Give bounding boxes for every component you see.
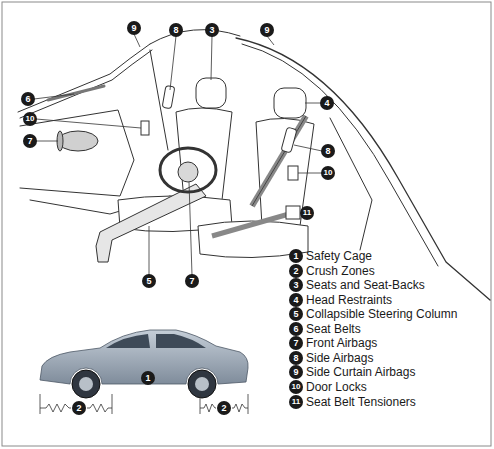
callout-number: 7 xyxy=(289,336,303,350)
callout-number: 11 xyxy=(300,206,314,220)
callout-number: 9 xyxy=(260,23,274,37)
windshield-header xyxy=(150,30,240,44)
callout-number: 5 xyxy=(142,274,156,288)
callout-number: 6 xyxy=(289,322,303,336)
cabin-lines xyxy=(18,30,490,300)
callout-number: 2 xyxy=(289,264,303,278)
legend-text: Safety Cage xyxy=(306,249,372,263)
callout-number: 1 xyxy=(141,371,155,385)
wheel-hub xyxy=(195,377,209,391)
steering-wheel xyxy=(160,148,216,192)
left-roof-rail xyxy=(18,44,150,112)
door-lock xyxy=(288,166,298,180)
left-seat-belt xyxy=(48,86,104,100)
steering-airbag xyxy=(178,162,198,182)
callout-number: 8 xyxy=(321,144,335,158)
callout-number: 5 xyxy=(289,307,303,321)
legend-text: Seat Belt Tensioners xyxy=(306,395,416,409)
legend-text: Side Curtain Airbags xyxy=(306,365,415,379)
legend-text: Crush Zones xyxy=(306,264,375,278)
callout-number: 4 xyxy=(289,293,303,307)
callout-number: 8 xyxy=(289,351,303,365)
wheel-hub xyxy=(79,377,93,391)
callout-number: 3 xyxy=(289,278,303,292)
callout-number: 6 xyxy=(21,92,35,106)
legend-text: Side Airbags xyxy=(306,351,373,365)
car-body xyxy=(40,330,248,384)
callout-number: 7 xyxy=(23,134,37,148)
right-door-edge xyxy=(330,118,372,250)
legend-text: Front Airbags xyxy=(306,336,377,350)
callout-number: 2 xyxy=(72,401,86,415)
callout-number: 7 xyxy=(185,274,199,288)
lap-belt xyxy=(212,212,296,236)
legend-text: Door Locks xyxy=(306,380,367,394)
crush-zone-brackets xyxy=(40,394,248,414)
seat-belt-tensioner xyxy=(286,206,300,219)
callout-number: 3 xyxy=(205,23,219,37)
legend-text: Seat Belts xyxy=(306,322,361,336)
legend-text: Seats and Seat-Backs xyxy=(306,278,425,292)
legend-text: Collapsible Steering Column xyxy=(306,307,457,321)
right-roof-rail xyxy=(236,38,490,300)
frame xyxy=(2,2,491,446)
callout-number: 2 xyxy=(217,401,231,415)
callout-number: 11 xyxy=(289,395,303,409)
car-window xyxy=(106,334,206,348)
legend-text: Head Restraints xyxy=(306,293,392,307)
callout-number: 8 xyxy=(169,23,183,37)
callout-number: 10 xyxy=(23,112,37,126)
door-lock xyxy=(141,121,149,135)
leader-lines xyxy=(34,34,322,275)
wheel xyxy=(188,370,216,398)
car-side-view xyxy=(40,330,248,398)
callout-number: 9 xyxy=(127,21,141,35)
callout-number: 10 xyxy=(321,166,335,180)
right-seat-belt xyxy=(252,116,306,206)
right-head-restraint xyxy=(274,88,306,118)
callout-number: 10 xyxy=(289,380,303,394)
side-airbag xyxy=(162,85,175,108)
right-seat-belt xyxy=(252,116,306,206)
callout-number: 9 xyxy=(289,365,303,379)
front-airbag xyxy=(58,131,98,151)
left-roof-rail xyxy=(20,50,152,118)
callout-number: 4 xyxy=(320,96,334,110)
side-airbag xyxy=(281,127,297,153)
left-head-restraint xyxy=(196,78,226,108)
seats xyxy=(118,78,314,258)
right-seat-back xyxy=(256,118,314,229)
callout-number: 1 xyxy=(289,249,303,263)
wheel xyxy=(72,370,100,398)
